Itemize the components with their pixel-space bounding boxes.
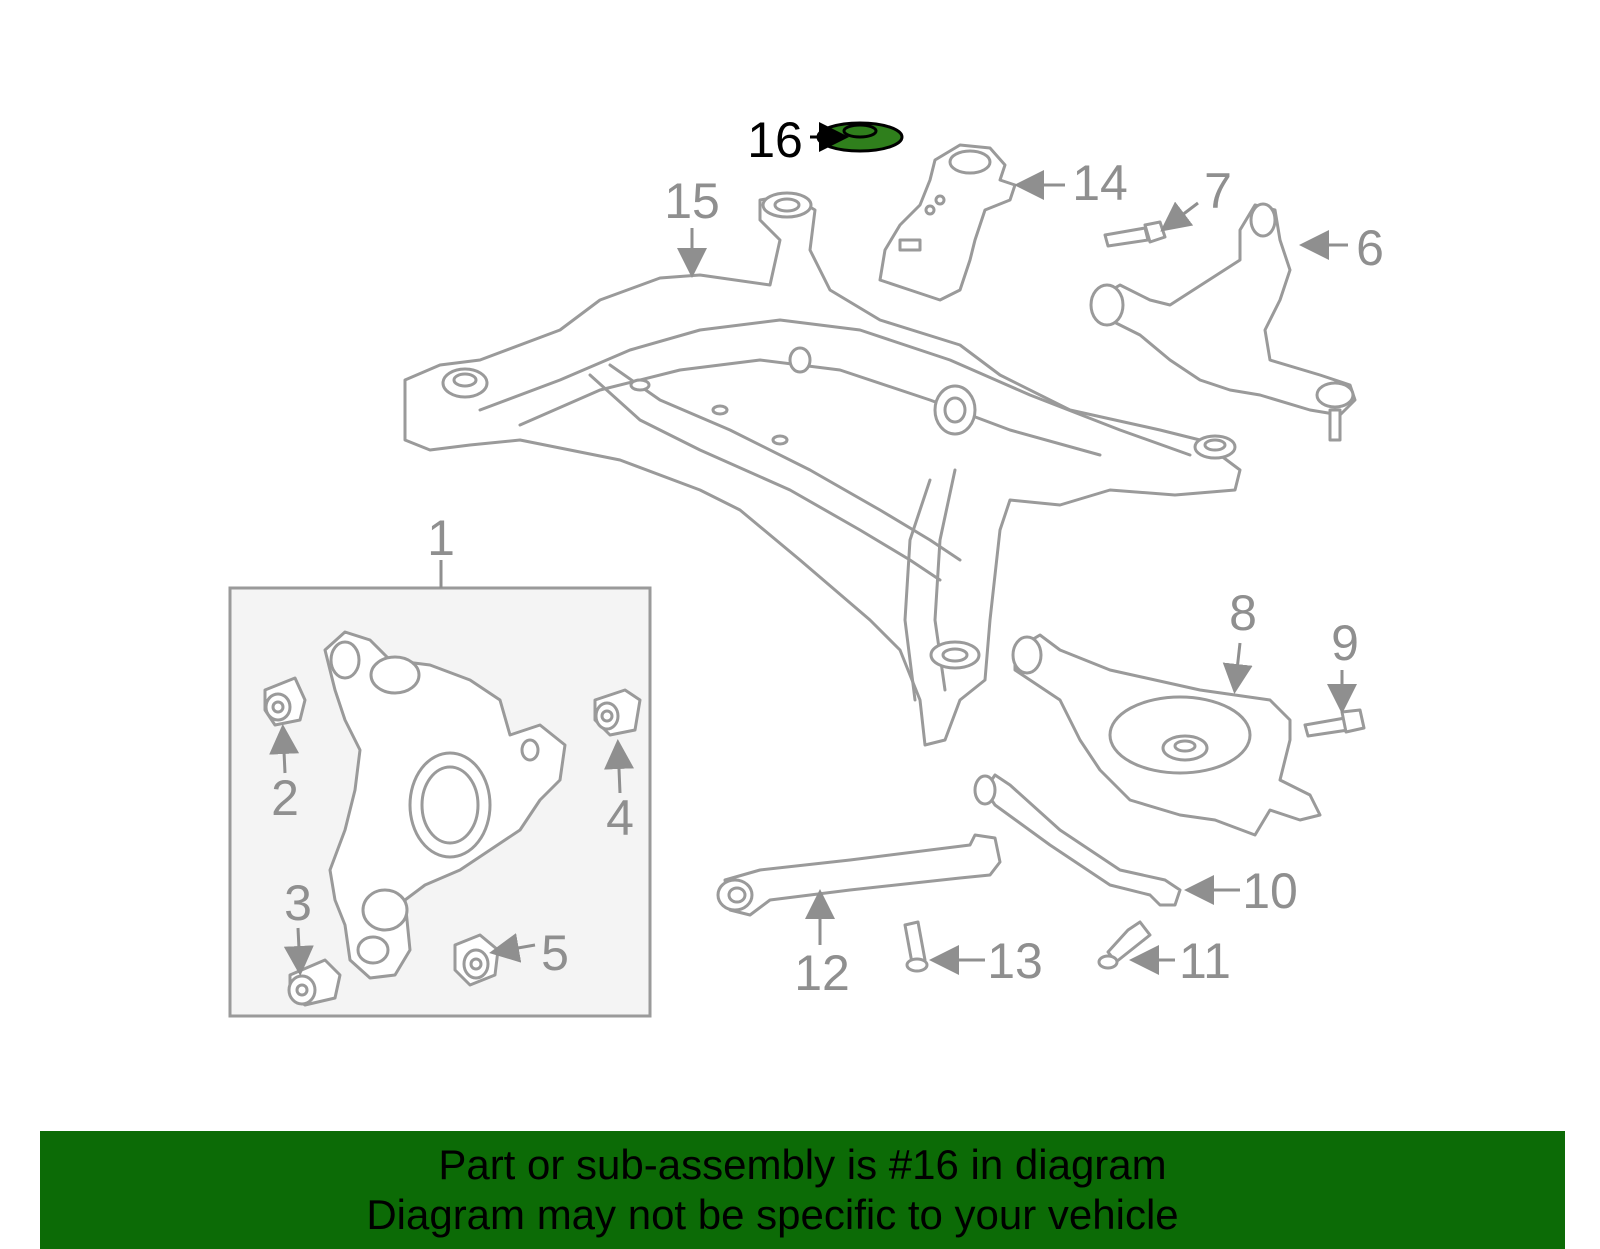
callout-5: 5 xyxy=(541,925,569,981)
banner-line-1: Part or sub-assembly is #16 in diagram xyxy=(438,1141,1167,1188)
lower-arm-part-8 xyxy=(1011,633,1322,837)
bolt-part-13 xyxy=(903,920,929,973)
callout-9: 9 xyxy=(1331,615,1359,671)
callout-2: 2 xyxy=(271,770,299,826)
callout-16[interactable]: 16 xyxy=(747,112,803,168)
bushing-part-4 xyxy=(593,688,642,737)
upper-arm-part-6 xyxy=(1089,202,1357,442)
callout-6: 6 xyxy=(1356,220,1384,276)
subframe-part-15 xyxy=(403,191,1242,747)
leader-lines xyxy=(269,122,1357,976)
callout-3: 3 xyxy=(284,875,312,931)
bracket-part-14 xyxy=(878,143,1017,302)
bolt-part-9 xyxy=(1303,708,1366,738)
info-banner: Part or sub-assembly is #16 in diagram D… xyxy=(40,1131,1565,1249)
callout-13: 13 xyxy=(987,933,1043,989)
callout-1: 1 xyxy=(427,510,455,566)
rod-part-12 xyxy=(716,833,1002,917)
callout-11: 11 xyxy=(1179,933,1231,989)
callout-7: 7 xyxy=(1204,163,1232,219)
callout-15: 15 xyxy=(664,173,720,229)
parts-diagram: 1 2 3 4 5 6 7 8 9 10 11 12 13 14 15 16 xyxy=(228,112,1384,1018)
callout-4: 4 xyxy=(606,790,634,846)
banner-line-2: Diagram may not be specific to your vehi… xyxy=(366,1191,1179,1238)
callout-10: 10 xyxy=(1242,863,1298,919)
callout-14: 14 xyxy=(1072,155,1128,211)
callout-8: 8 xyxy=(1229,585,1257,641)
link-part-10 xyxy=(973,773,1182,907)
bushing-part-5 xyxy=(453,933,500,987)
callout-12: 12 xyxy=(794,945,850,1001)
bushing-part-2 xyxy=(263,676,307,727)
bolt-part-7 xyxy=(1103,220,1167,248)
